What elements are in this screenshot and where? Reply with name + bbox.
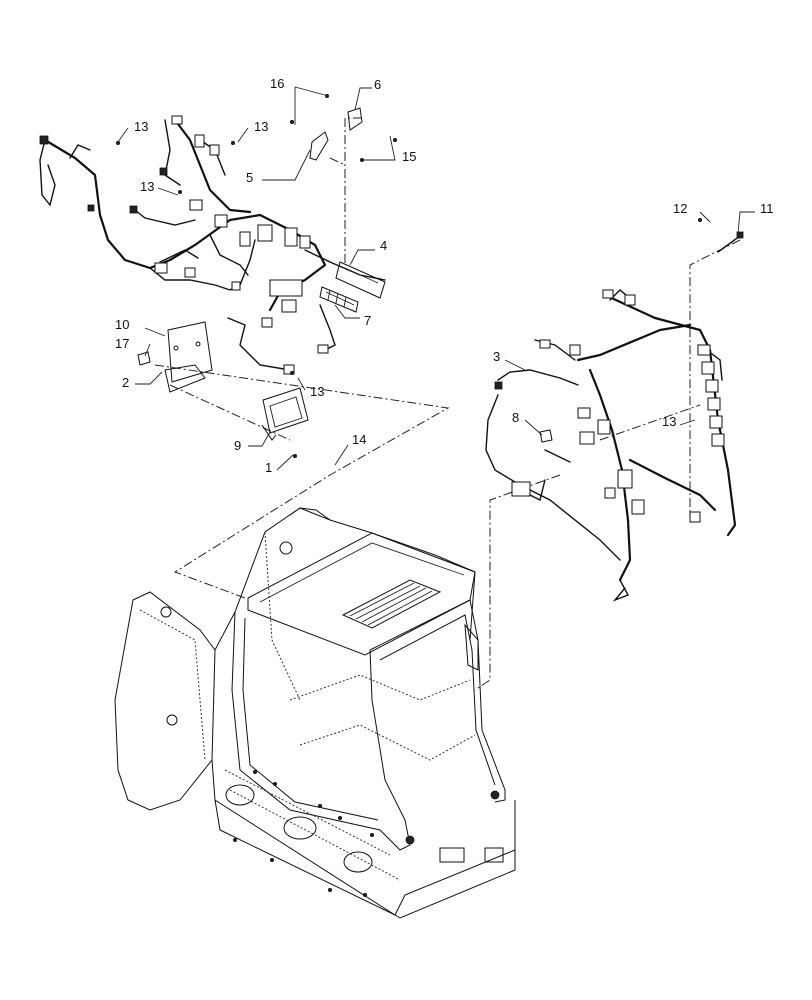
cab-frame xyxy=(114,507,516,919)
callout-8: 8 xyxy=(512,410,519,425)
callout-13: 13 xyxy=(310,384,324,399)
callout-16: 16 xyxy=(270,76,284,91)
left-side-panel xyxy=(114,591,216,811)
callout-3: 3 xyxy=(493,349,500,364)
callout-13: 13 xyxy=(134,119,148,134)
callout-5: 5 xyxy=(246,170,253,185)
terminal-strip-7 xyxy=(319,286,359,313)
nut-17 xyxy=(137,351,151,366)
callout-17: 17 xyxy=(115,336,129,351)
assembly-leader-lines xyxy=(154,117,741,691)
main-wiring-harness xyxy=(39,115,386,375)
bracket-6 xyxy=(347,107,363,131)
front-frame-left xyxy=(231,611,411,851)
mounting-plate-10 xyxy=(137,321,213,393)
callout-12: 12 xyxy=(673,201,687,216)
callout-labels: 16 6 13 13 13 5 15 4 12 11 7 10 17 2 13 … xyxy=(115,76,774,475)
roof-panel xyxy=(247,532,476,656)
connector-8 xyxy=(539,429,571,463)
callout-13: 13 xyxy=(254,119,268,134)
bracket-5 xyxy=(309,131,329,161)
callout-15: 15 xyxy=(402,149,416,164)
cab-wiring-harness-3 xyxy=(485,289,737,602)
roof-grille xyxy=(341,579,442,629)
callout-9: 9 xyxy=(234,438,241,453)
sensor-11 xyxy=(717,231,744,253)
controller-module-9 xyxy=(261,387,309,441)
callout-7: 7 xyxy=(364,313,371,328)
chassis-base xyxy=(211,759,516,919)
callout-leaders xyxy=(117,86,755,471)
callout-14: 14 xyxy=(352,432,366,447)
rear-wall xyxy=(214,507,476,651)
callout-4: 4 xyxy=(380,238,387,253)
callout-13: 13 xyxy=(662,414,676,429)
callout-6: 6 xyxy=(374,77,381,92)
right-harness-bundle xyxy=(697,344,725,447)
callout-11: 11 xyxy=(760,201,774,216)
callout-1: 1 xyxy=(265,460,272,475)
callout-13: 13 xyxy=(140,179,154,194)
connector-module-4 xyxy=(335,261,386,299)
callout-2: 2 xyxy=(122,375,129,390)
callout-10: 10 xyxy=(115,317,129,332)
